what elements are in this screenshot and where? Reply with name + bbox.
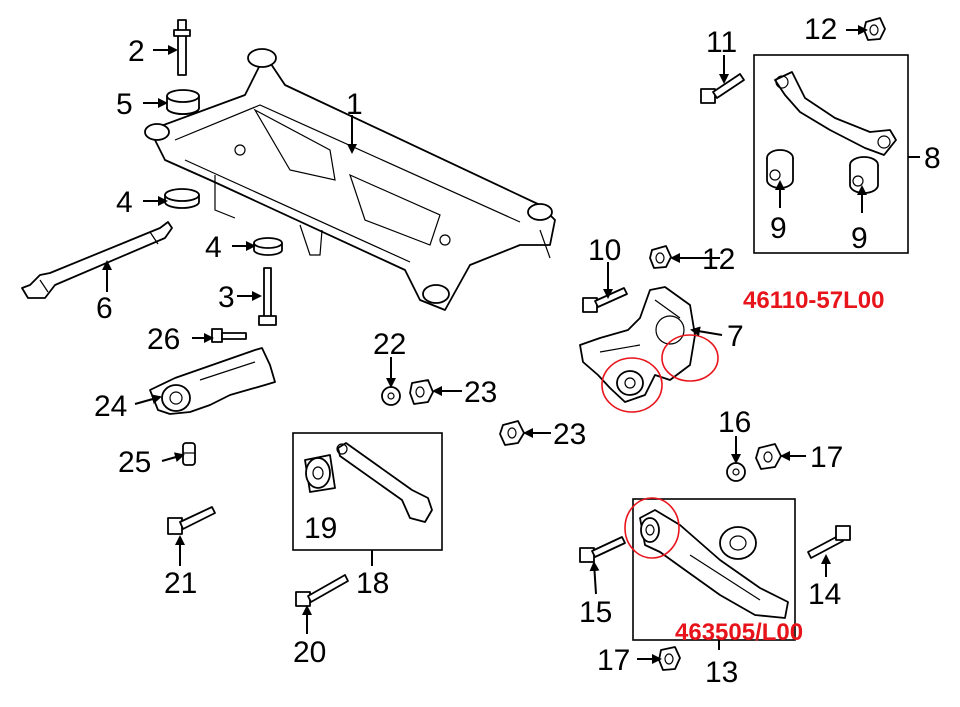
nut-part-23-lower xyxy=(499,420,525,446)
highlight-circle-knuckle-upper xyxy=(661,334,719,382)
frame-part-8 xyxy=(753,54,909,254)
callout-10: 10 xyxy=(588,234,621,267)
callout-14: 14 xyxy=(808,578,841,611)
callout-6: 6 xyxy=(96,292,113,325)
callout-8: 8 xyxy=(924,142,941,175)
callout-19: 19 xyxy=(304,512,337,545)
bracket-bar-part-6 xyxy=(21,221,173,299)
nut-part-17-upper xyxy=(755,443,782,470)
callout-15: 15 xyxy=(579,596,612,629)
bolt-part-21 xyxy=(167,506,216,535)
callout-24: 24 xyxy=(94,390,127,423)
callout-16: 16 xyxy=(718,406,751,439)
callout-3: 3 xyxy=(218,281,235,314)
nut-part-23-upper xyxy=(409,379,434,405)
callout-23a: 23 xyxy=(464,376,497,409)
bolt-part-20 xyxy=(295,574,349,607)
arm-part-8 xyxy=(774,71,897,156)
highlight-circle-knuckle-bushing xyxy=(601,357,663,413)
bushing-part-9-right xyxy=(849,156,879,194)
subframe-part-1 xyxy=(144,48,556,311)
callout-26: 26 xyxy=(147,323,180,356)
leader-lines xyxy=(102,25,920,664)
washer-part-4-lower xyxy=(253,237,283,256)
callout-17b: 17 xyxy=(597,644,630,677)
bushing-part-9-left xyxy=(766,149,794,189)
bolt-part-26 xyxy=(211,328,247,343)
link-part-19 xyxy=(304,442,433,523)
callout-labels: 1 2 3 4 4 5 6 7 8 9 9 10 11 12 12 13 14 … xyxy=(94,13,941,689)
nut-part-25 xyxy=(182,442,196,466)
stud-part-2 xyxy=(173,19,191,76)
callout-11: 11 xyxy=(706,26,737,59)
frame-part-13 xyxy=(632,498,796,641)
bolt-part-14 xyxy=(807,525,851,559)
callout-12b: 12 xyxy=(702,243,735,276)
callout-12a: 12 xyxy=(804,13,837,46)
bolt-part-3 xyxy=(258,267,277,326)
knuckle-part-7 xyxy=(579,286,696,403)
lower-arm-part-13 xyxy=(639,509,789,619)
callout-9a: 9 xyxy=(770,212,787,245)
callout-17a: 17 xyxy=(810,441,843,474)
nut-part-17-lower xyxy=(658,646,681,671)
nut-part-12-top xyxy=(863,17,886,41)
part-number-lower-arm: 463505/L00 xyxy=(675,619,803,646)
part-number-knuckle: 46110-57L00 xyxy=(743,287,884,314)
bolt-part-10 xyxy=(582,287,628,313)
callout-1: 1 xyxy=(346,88,363,121)
callout-9b: 9 xyxy=(851,222,868,255)
callout-4b: 4 xyxy=(205,231,222,264)
callout-21: 21 xyxy=(164,567,197,600)
washer-part-16 xyxy=(726,462,746,482)
bushing-part-5 xyxy=(166,89,200,115)
washer-part-4-upper xyxy=(164,188,200,209)
callout-23b: 23 xyxy=(553,418,586,451)
callout-13: 13 xyxy=(705,656,738,689)
bolt-part-15 xyxy=(579,536,626,563)
callout-7: 7 xyxy=(727,320,744,353)
callout-20: 20 xyxy=(293,636,326,669)
bolt-part-11 xyxy=(700,73,745,104)
frame-part-18 xyxy=(292,432,443,551)
callout-4a: 4 xyxy=(116,186,133,219)
callout-25: 25 xyxy=(118,446,151,479)
callout-18: 18 xyxy=(356,567,389,600)
arm-part-24 xyxy=(149,347,276,415)
callout-2: 2 xyxy=(128,35,145,68)
washer-part-22 xyxy=(381,386,401,406)
callout-22: 22 xyxy=(373,328,406,361)
callout-5: 5 xyxy=(116,88,133,121)
highlight-circle-lower-arm-bushing xyxy=(624,497,680,559)
nut-part-12-middle xyxy=(649,245,672,269)
